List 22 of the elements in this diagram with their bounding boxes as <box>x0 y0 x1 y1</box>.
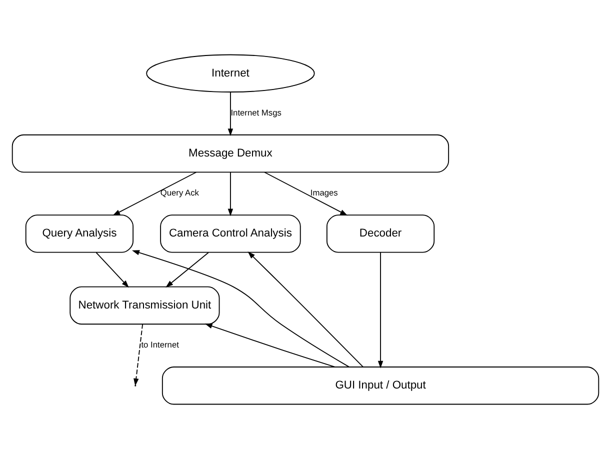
arrow <box>166 252 209 288</box>
edge-label: Internet Msgs <box>230 108 282 118</box>
arrow <box>248 251 364 368</box>
arrow <box>112 172 197 216</box>
node-box: GUI Input / Output <box>162 366 600 405</box>
arrow <box>96 252 129 288</box>
node-box: Decoder <box>326 214 435 253</box>
edge-label: to Internet <box>141 340 179 350</box>
edge-label: Query Ack <box>160 188 199 198</box>
arrow <box>228 92 234 136</box>
arrow <box>132 250 350 368</box>
arrow <box>378 252 384 368</box>
node-box: Network Transmission Unit <box>70 286 220 325</box>
node-box: Message Demux <box>12 134 450 173</box>
arrow <box>134 324 144 386</box>
arrow <box>204 324 336 368</box>
node-box: Query Analysis <box>25 214 134 253</box>
edge-label: Images <box>310 188 338 198</box>
node-box: Camera Control Analysis <box>160 214 301 253</box>
arrow <box>264 172 348 216</box>
arrow <box>228 172 234 216</box>
node-ellipse: Internet <box>146 54 315 92</box>
